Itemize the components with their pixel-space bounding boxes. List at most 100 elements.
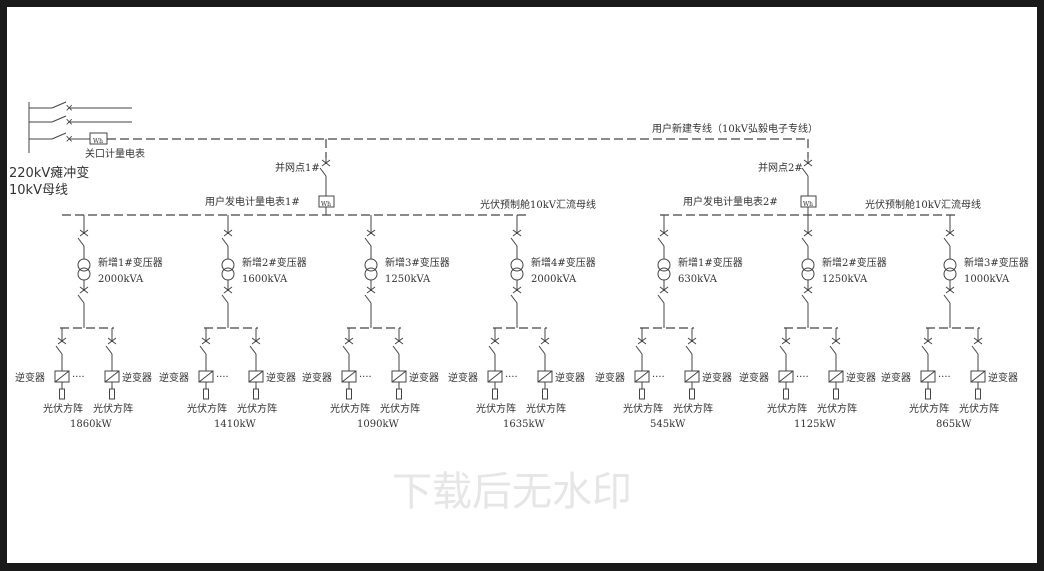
switch-icon	[221, 285, 233, 309]
transformer-icon	[77, 258, 91, 281]
switch-icon	[364, 285, 376, 309]
transformer-name: 新增3#变压器	[385, 256, 450, 269]
pv-array-icon	[203, 388, 209, 400]
switch-icon	[801, 228, 813, 252]
transformer-icon	[510, 258, 524, 281]
meter-label: 用户发电计量电表2#	[683, 195, 778, 208]
transformer-icon	[221, 258, 235, 281]
switch-icon	[538, 336, 550, 360]
transformer-icon	[364, 258, 378, 281]
pv-array-label: 光伏方阵	[767, 402, 807, 415]
switch-icon	[510, 285, 522, 309]
transformer-icon	[657, 258, 671, 281]
inverter-icon	[487, 370, 503, 383]
inverter-label: 逆变器	[448, 371, 478, 384]
switch-icon	[249, 336, 261, 360]
ellipsis: ····	[72, 372, 85, 383]
pv-bus-label: 光伏预制舱10kV汇流母线	[865, 198, 981, 211]
inverter-icon	[54, 370, 70, 383]
inverter-icon	[778, 370, 794, 383]
feeder-line-label: 用户新建专线（10kV弘毅电子专线）	[652, 122, 818, 135]
switch-icon	[943, 228, 955, 252]
array-power: 1635kW	[503, 419, 546, 430]
switch-icon	[943, 285, 955, 309]
switch-icon	[319, 158, 331, 182]
switch-icon	[342, 336, 354, 360]
inverter-icon	[104, 370, 120, 383]
source-bus: × × ×	[28, 101, 132, 153]
svg-text:Wh: Wh	[803, 201, 813, 208]
grid-group-2: Wh并网点2#用户发电计量电表2#光伏预制舱10kV汇流母线新增1#变压器630…	[595, 139, 1029, 430]
pv-array-icon	[346, 388, 352, 400]
pv-array-label: 光伏方阵	[476, 402, 516, 415]
switch-icon	[801, 285, 813, 309]
transformer-name: 新增4#变压器	[531, 256, 596, 269]
array-power: 1410kW	[214, 419, 257, 430]
ellipsis: ····	[796, 372, 809, 383]
transformer-rating: 1000kVA	[964, 274, 1010, 285]
inverter-icon	[248, 370, 264, 383]
transformer-name: 新增2#变压器	[242, 256, 307, 269]
pv-array-icon	[492, 388, 498, 400]
pv-array-icon	[542, 388, 548, 400]
inverter-icon	[537, 370, 553, 383]
inverter-label: 逆变器	[988, 371, 1018, 384]
pv-array-icon	[833, 388, 839, 400]
transformer-rating: 2000kVA	[98, 274, 144, 285]
pv-array-label: 光伏方阵	[330, 402, 370, 415]
pv-array-icon	[689, 388, 695, 400]
ellipsis: ····	[359, 372, 372, 383]
pv-array-icon	[925, 388, 931, 400]
inverter-label: 逆变器	[15, 371, 45, 384]
array-power: 1090kW	[357, 419, 400, 430]
inverter-icon	[828, 370, 844, 383]
pv-array-icon	[639, 388, 645, 400]
watermark: 下载后无水印	[392, 469, 632, 515]
switch-icon	[221, 228, 233, 252]
svg-text:Wh: Wh	[93, 138, 103, 145]
inverter-icon	[341, 370, 357, 383]
inverter-label: 逆变器	[266, 371, 296, 384]
switch-icon	[829, 336, 841, 360]
grid-point-label: 并网点1#	[275, 161, 320, 174]
switch-icon	[199, 336, 211, 360]
ellipsis: ····	[216, 372, 229, 383]
switch-icon	[657, 285, 669, 309]
inverter-label: 逆变器	[739, 371, 769, 384]
pv-array-label: 光伏方阵	[380, 402, 420, 415]
pv-array-icon	[59, 388, 65, 400]
inverter-icon	[920, 370, 936, 383]
pv-array-label: 光伏方阵	[623, 402, 663, 415]
inverter-label: 逆变器	[409, 371, 439, 384]
pv-bus-label: 光伏预制舱10kV汇流母线	[480, 198, 596, 211]
switch-icon	[921, 336, 933, 360]
transformer-name: 新增1#变压器	[678, 256, 743, 269]
pv-array-icon	[783, 388, 789, 400]
array-power: 1125kW	[794, 419, 837, 430]
inverter-label: 逆变器	[881, 371, 911, 384]
switch-icon	[657, 228, 669, 252]
ellipsis: ····	[652, 372, 665, 383]
array-power: 865kW	[936, 419, 972, 430]
switch-icon	[392, 336, 404, 360]
inverter-label: 逆变器	[846, 371, 876, 384]
breaker-x-icon: ×	[65, 117, 73, 128]
inverter-icon	[684, 370, 700, 383]
pv-array-label: 光伏方阵	[909, 402, 949, 415]
pv-array-label: 光伏方阵	[673, 402, 713, 415]
switch-icon	[364, 228, 376, 252]
switch-icon	[77, 285, 89, 309]
inverter-icon	[634, 370, 650, 383]
svg-text:Wh: Wh	[321, 201, 331, 208]
switch-icon	[779, 336, 791, 360]
transformer-rating: 1250kVA	[822, 274, 868, 285]
pv-array-label: 光伏方阵	[187, 402, 227, 415]
inverter-icon	[198, 370, 214, 383]
pv-array-icon	[253, 388, 259, 400]
